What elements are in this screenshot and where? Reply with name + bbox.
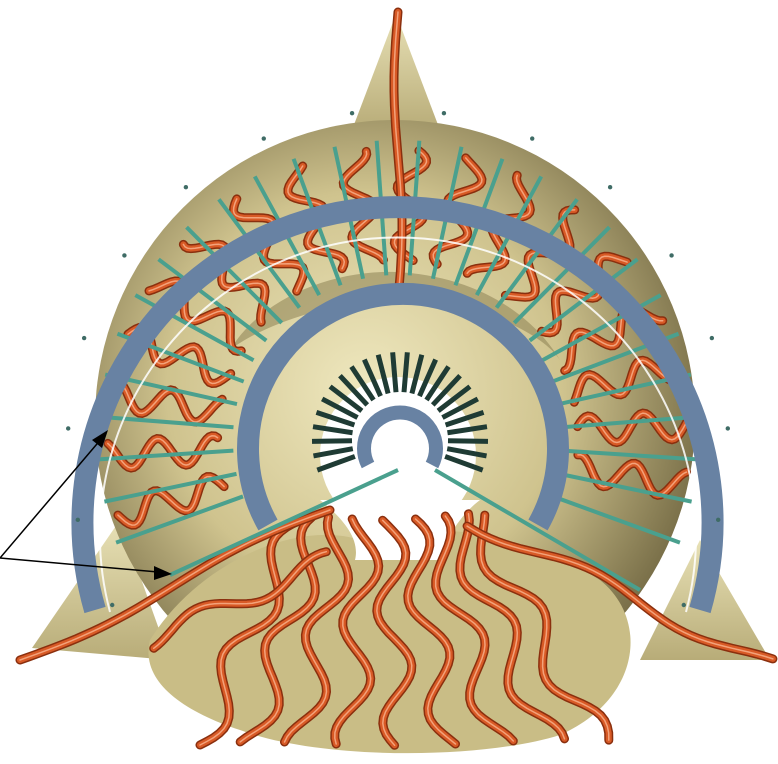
rivet-dot (82, 336, 86, 340)
rivet-dot (122, 253, 126, 257)
rivet-dot (669, 253, 673, 257)
rivet-dot (262, 136, 266, 140)
inner-spoke (393, 352, 396, 392)
rivet-dot (608, 185, 612, 189)
rivet-dot (726, 426, 730, 430)
rivet-dot (110, 603, 114, 607)
inner-spoke (448, 441, 488, 442)
rivet-dot (184, 185, 188, 189)
rivet-dot (350, 111, 354, 115)
rivet-dot (76, 518, 80, 522)
inner-spoke (404, 352, 407, 392)
rivet-dot (530, 136, 534, 140)
rivet-dot (442, 111, 446, 115)
rivet-dot (710, 336, 714, 340)
rivet-dot (682, 603, 686, 607)
rivet-dot (716, 518, 720, 522)
inner-spoke (312, 441, 352, 442)
rivet-dot (66, 426, 70, 430)
